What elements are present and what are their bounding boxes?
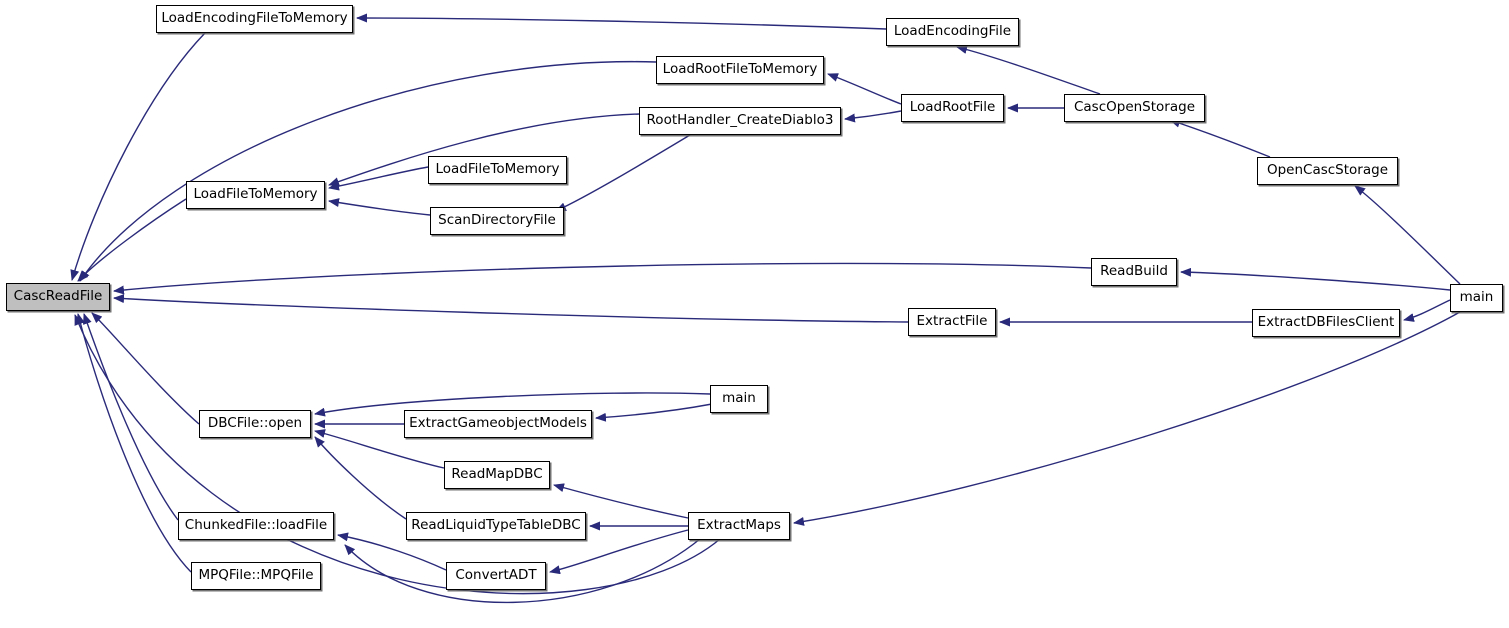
graph-node-convertadt[interactable]: ConvertADT (446, 562, 546, 590)
graph-node-main-right[interactable]: main (1450, 284, 1503, 312)
graph-node-label: ReadLiquidTypeTableDBC (411, 517, 581, 534)
graph-node-loadrootfile[interactable]: LoadRootFile (901, 94, 1004, 122)
call-edge (328, 113, 640, 186)
graph-node-label: LoadEncodingFile (893, 23, 1012, 40)
graph-node-extractmaps[interactable]: ExtractMaps (688, 512, 790, 540)
call-edge (83, 313, 179, 521)
call-edge (328, 166, 429, 191)
graph-node-label: ExtractGameobjectModels (409, 415, 587, 432)
call-edge (314, 436, 407, 520)
call-edge (314, 429, 445, 469)
graph-node-loadencodingfiletomemory[interactable]: LoadEncodingFileToMemory (156, 5, 353, 33)
graph-node-mpqfile-mpqfile[interactable]: MPQFile::MPQFile (191, 562, 321, 590)
call-edge (70, 32, 206, 281)
graph-node-main-mid[interactable]: main (710, 385, 768, 413)
call-edge (344, 538, 701, 604)
graph-node-label: ScanDirectoryFile (438, 212, 556, 229)
graph-node-loadencodingfile[interactable]: LoadEncodingFile (886, 18, 1019, 46)
graph-node-scandirectoryfile[interactable]: ScanDirectoryFile (430, 207, 564, 235)
graph-node-label: LoadFileToMemory (193, 186, 318, 203)
call-edge (553, 483, 689, 519)
call-edge (91, 312, 200, 425)
graph-node-loadfiletomemory-left[interactable]: LoadFileToMemory (186, 181, 325, 209)
call-edge (595, 403, 713, 422)
graph-node-label: LoadFileToMemory (435, 161, 560, 178)
graph-node-chunkedfile-loadfile[interactable]: ChunkedFile::loadFile (178, 512, 334, 540)
graph-node-cascreadfile[interactable]: CascReadFile (6, 283, 110, 311)
graph-node-label: MPQFile::MPQFile (198, 567, 314, 584)
call-edge (328, 198, 431, 216)
call-edge (956, 45, 1101, 95)
call-edge (79, 60, 657, 282)
graph-node-label: RootHandler_CreateDiablo3 (646, 112, 834, 129)
call-edge (113, 294, 909, 323)
graph-node-label: DBCFile::open (207, 415, 303, 432)
graph-node-label: CascOpenStorage (1073, 99, 1196, 116)
graph-node-dbcfile-open[interactable]: DBCFile::open (199, 410, 311, 438)
graph-node-label: ExtractFile (916, 313, 988, 330)
graph-node-label: OpenCascStorage (1266, 162, 1389, 179)
call-edge (77, 198, 187, 282)
graph-node-roothandler-creatediablo3[interactable]: RootHandler_CreateDiablo3 (639, 107, 841, 135)
call-edge (1403, 299, 1451, 322)
graph-node-extractdbfilesclient[interactable]: ExtractDBFilesClient (1252, 309, 1400, 337)
graph-node-extractfile[interactable]: ExtractFile (908, 308, 996, 336)
graph-node-label: ConvertADT (455, 567, 537, 584)
graph-node-readliquidtypetabledbc[interactable]: ReadLiquidTypeTableDBC (406, 512, 586, 540)
call-edge (356, 13, 887, 30)
graph-node-readmapdbc[interactable]: ReadMapDBC (444, 461, 550, 489)
call-edge (74, 314, 721, 595)
graph-node-label: ExtractMaps (697, 517, 781, 534)
graph-node-label: ReadBuild (1100, 263, 1168, 280)
call-edge (1354, 185, 1461, 285)
call-edge (113, 262, 1092, 295)
graph-node-extractgameobjectmodels[interactable]: ExtractGameobjectModels (404, 410, 592, 438)
graph-node-opencascstorage[interactable]: OpenCascStorage (1257, 157, 1398, 185)
graph-node-label: CascReadFile (13, 288, 103, 305)
call-edge (827, 73, 902, 105)
call-edge (314, 392, 711, 417)
graph-node-cascopenstorage[interactable]: CascOpenStorage (1064, 94, 1205, 122)
call-edge (76, 313, 192, 573)
graph-node-label: LoadRootFileToMemory (662, 61, 818, 78)
graph-node-loadrootfiletomemory[interactable]: LoadRootFileToMemory (656, 56, 824, 84)
graph-node-readbuild[interactable]: ReadBuild (1091, 258, 1177, 286)
graph-node-label: main (722, 390, 756, 407)
call-edge (1180, 267, 1451, 291)
graph-node-label: LoadRootFile (909, 99, 996, 116)
call-edge (337, 532, 447, 571)
graph-node-label: LoadEncodingFileToMemory (161, 10, 348, 27)
graph-node-loadfiletomemory-right[interactable]: LoadFileToMemory (428, 156, 567, 184)
call-edge (1169, 118, 1271, 158)
call-edge (844, 110, 902, 123)
call-edge (555, 134, 691, 212)
graph-node-label: ExtractDBFilesClient (1257, 314, 1395, 331)
call-edge (549, 529, 689, 575)
graph-node-label: ChunkedFile::loadFile (184, 517, 328, 534)
graph-node-label: ReadMapDBC (451, 466, 543, 483)
graph-node-label: main (1459, 289, 1494, 306)
call-edge (793, 311, 1461, 526)
